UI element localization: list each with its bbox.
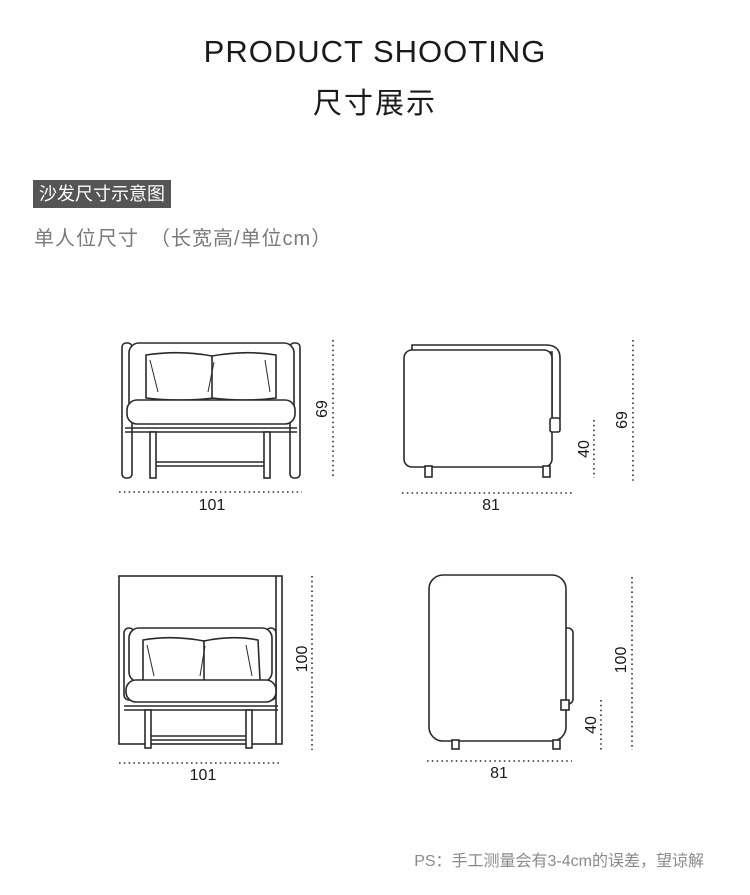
dim-width-front-standard: 101 (199, 497, 226, 514)
side-view-standard: 81 69 40 (402, 340, 634, 514)
dim-seat-height-side-standard: 40 (576, 440, 593, 458)
section-subtitle: 单人位尺寸 （长宽高/单位cm） (34, 228, 333, 250)
page-title-zh: 尺寸展示 (312, 88, 437, 120)
side-view-high: 81 100 40 (427, 574, 633, 782)
dim-height-front-high: 100 (294, 646, 311, 673)
dim-height-side-high: 100 (613, 647, 630, 674)
page-title-en: PRODUCT SHOOTING (203, 34, 547, 69)
dim-height-front-standard: 69 (314, 400, 331, 418)
front-view-standard: 101 69 (119, 340, 334, 514)
section-tag: 沙发尺寸示意图 (33, 180, 171, 208)
footer-note: PS：手工测量会有3-4cm的误差，望谅解 (414, 853, 704, 870)
dim-seat-height-side-high: 40 (583, 716, 600, 734)
dim-height-side-standard: 69 (614, 411, 631, 429)
dim-depth-side-standard: 81 (482, 497, 500, 514)
dim-depth-side-high: 81 (490, 765, 508, 782)
front-view-high: 101 100 (118, 575, 313, 784)
dim-width-front-high: 101 (190, 767, 217, 784)
